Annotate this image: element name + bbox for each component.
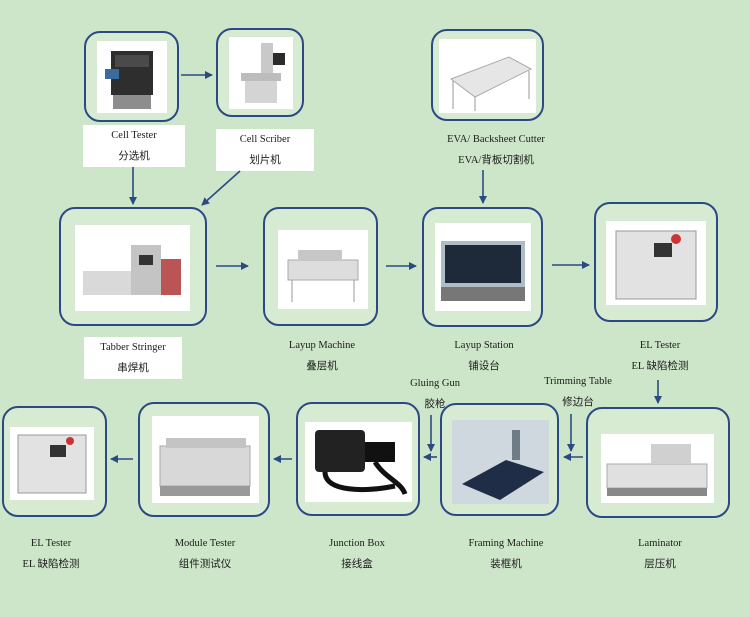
node-junction-box xyxy=(296,402,420,516)
arrow-cell-scriber-to-tabber-stringer xyxy=(201,170,241,206)
node-layup-station xyxy=(422,207,543,327)
layup-station-image xyxy=(435,223,531,311)
el-tester-1-image xyxy=(606,221,706,305)
node-tabber-stringer xyxy=(59,207,207,326)
node-laminator xyxy=(586,407,730,518)
tabber-stringer-image xyxy=(75,225,190,311)
framing-machine-image xyxy=(452,420,549,504)
node-eva-cutter xyxy=(431,29,544,121)
el-tester-2-image xyxy=(10,427,94,500)
node-framing-machine xyxy=(440,403,559,516)
laminator-image xyxy=(601,434,714,503)
module-tester-image xyxy=(152,416,259,503)
node-cell-tester xyxy=(84,31,179,122)
node-el-tester-1 xyxy=(594,202,718,322)
node-el-tester-2 xyxy=(2,406,107,517)
cell-scriber-image xyxy=(229,37,293,109)
junction-box-image xyxy=(305,422,412,502)
node-layup-machine xyxy=(263,207,378,326)
node-module-tester xyxy=(138,402,270,517)
cell-tester-image xyxy=(97,41,167,113)
layup-machine-image xyxy=(278,230,368,309)
node-cell-scriber xyxy=(216,28,304,117)
eva-cutter-image xyxy=(439,39,536,113)
